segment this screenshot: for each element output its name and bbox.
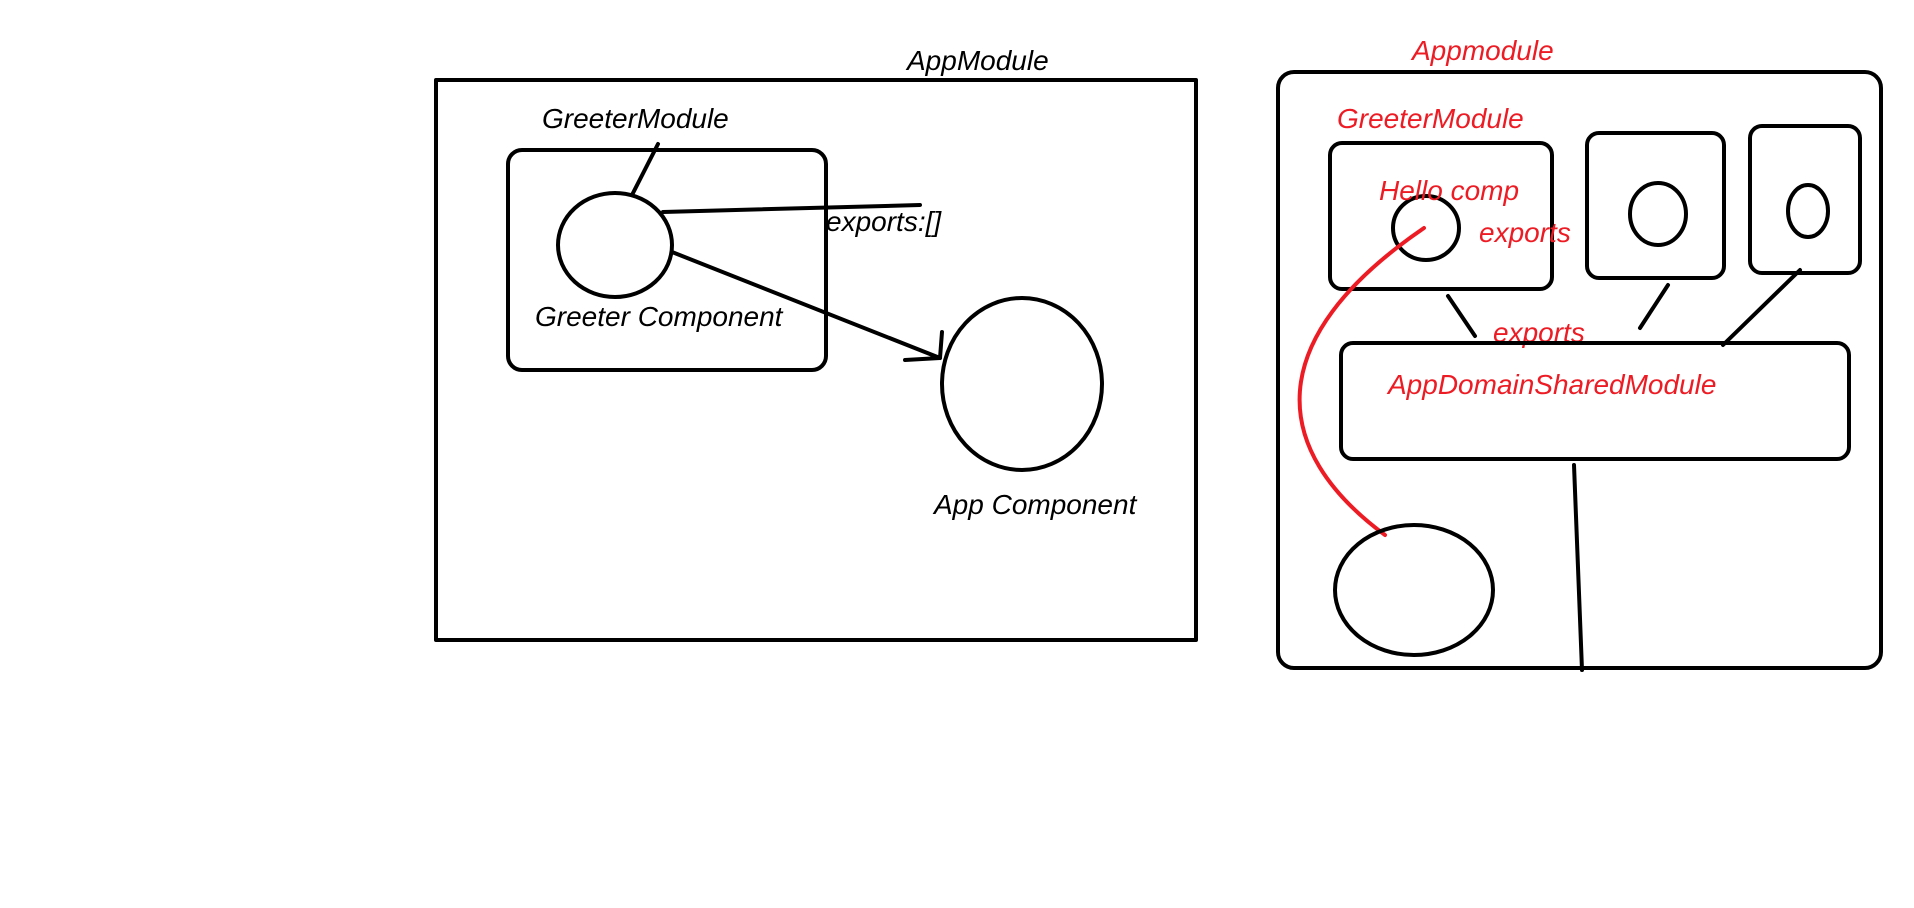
left-app-component-circle bbox=[940, 296, 1104, 472]
left-app-module-label: AppModule bbox=[905, 45, 1049, 76]
left-module-connector bbox=[630, 142, 660, 197]
right-connector-2 bbox=[1638, 283, 1670, 330]
left-exports-line bbox=[661, 203, 922, 214]
left-arrow-shaft bbox=[670, 250, 942, 360]
right-module-box-2 bbox=[1585, 131, 1726, 280]
right-connector-3 bbox=[1721, 268, 1802, 347]
left-app-component-label: App Component bbox=[932, 489, 1138, 520]
left-arrow-head bbox=[903, 330, 944, 362]
right-red-curve bbox=[1297, 226, 1426, 537]
right-app-module-label: Appmodule bbox=[1410, 35, 1554, 66]
right-bottom-component-circle bbox=[1333, 523, 1495, 657]
right-greeter-module-box bbox=[1328, 141, 1554, 291]
right-module-3-circle bbox=[1786, 183, 1830, 239]
right-module-2-circle bbox=[1628, 181, 1688, 247]
right-connector-1 bbox=[1446, 294, 1477, 338]
right-greeter-module-label: GreeterModule bbox=[1337, 103, 1524, 134]
right-shared-down-line bbox=[1572, 463, 1584, 672]
left-greeter-module-box bbox=[506, 148, 828, 372]
right-exports-top-label: exports bbox=[1479, 217, 1571, 248]
right-hello-comp-circle bbox=[1391, 194, 1461, 262]
right-module-box-3 bbox=[1748, 124, 1862, 275]
right-shared-module-label: AppDomainSharedModule bbox=[1386, 369, 1716, 400]
left-greeter-component-circle bbox=[556, 191, 674, 299]
left-exports-label: exports:[] bbox=[826, 206, 942, 237]
left-app-module-box bbox=[434, 78, 1198, 642]
left-greeter-module-label: GreeterModule bbox=[542, 103, 729, 134]
right-hello-comp-label: Hello comp bbox=[1379, 175, 1519, 206]
right-app-module-box bbox=[1276, 70, 1883, 670]
right-shared-module-box bbox=[1339, 341, 1851, 461]
left-greeter-component-label: Greeter Component bbox=[535, 301, 784, 332]
